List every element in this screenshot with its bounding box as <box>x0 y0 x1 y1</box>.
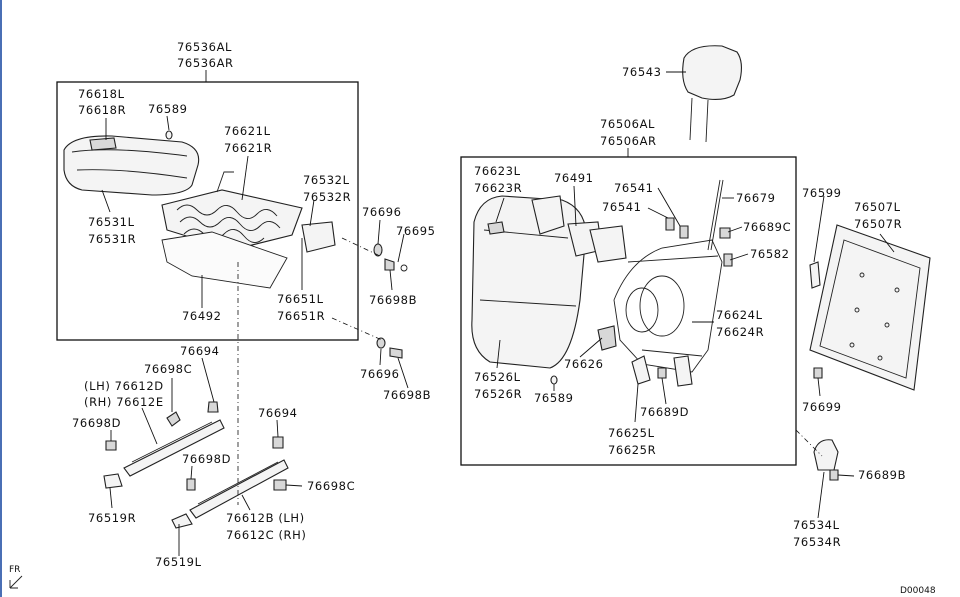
bolt-76541b <box>679 225 689 239</box>
label-76699: 76699 <box>802 400 842 414</box>
label-76531L: 76531L <box>88 215 135 229</box>
label-76532L: 76532L <box>303 173 350 187</box>
label-76492: 76492 <box>182 309 222 323</box>
cushion-mat <box>161 231 288 289</box>
clip-76699 <box>813 367 823 379</box>
leader-lines <box>101 71 895 556</box>
front-direction-indicator: FR <box>9 565 23 589</box>
hinge-cover-76534 <box>813 439 839 471</box>
label-76541-lower: 76541 <box>602 200 642 214</box>
front-arrow-icon <box>9 575 23 589</box>
label-76694: 76694 <box>180 344 220 358</box>
label-76534R: 76534R <box>793 535 841 549</box>
diagram-code: D00048 <box>900 586 936 596</box>
label-76651R: 76651R <box>277 309 325 323</box>
seat-cushion-pad <box>63 135 200 196</box>
label-76689B: 76689B <box>858 468 906 482</box>
label-76506AR: 76506AR <box>600 134 657 148</box>
bolt-76689B <box>829 469 839 481</box>
recliner-left <box>631 355 651 385</box>
label-76696-lower: 76696 <box>360 367 400 381</box>
label-76534L: 76534L <box>793 518 840 532</box>
label-76589: 76589 <box>148 102 188 116</box>
label-76689C: 76689C <box>743 220 791 234</box>
label-76698B: 76698B <box>369 293 417 307</box>
label-76612D: (LH) 76612D <box>84 379 164 393</box>
label-76612B: 76612B (LH) <box>226 511 305 525</box>
label-76507L: 76507L <box>854 200 901 214</box>
label-76625R: 76625R <box>608 443 656 457</box>
seat-rail-upper <box>105 401 225 477</box>
seat-bracket <box>301 221 336 253</box>
clip-76582 <box>723 253 733 267</box>
seatback-pad <box>471 195 587 369</box>
label-76689D: 76689D <box>640 405 689 419</box>
label-76532R: 76532R <box>303 190 351 204</box>
label-76589-lower: 76589 <box>534 391 574 405</box>
label-76536AL: 76536AL <box>177 40 232 54</box>
seatback-cover-pieces <box>531 195 627 263</box>
seat-rail-lower <box>186 436 289 519</box>
label-76526L: 76526L <box>474 370 521 384</box>
label-76519R: 76519R <box>88 511 136 525</box>
callout-labels: 76536AL 76536AR 76618L 76618R 76589 7662… <box>72 40 906 569</box>
fr-label: FR <box>9 565 20 575</box>
bolt-76689C <box>719 227 731 239</box>
label-76543: 76543 <box>622 65 662 79</box>
label-76621L: 76621L <box>224 124 271 138</box>
label-76507R: 76507R <box>854 217 902 231</box>
rail-cover-76519R <box>103 473 123 489</box>
label-76599: 76599 <box>802 186 842 200</box>
rail-cover-76519L <box>171 513 193 529</box>
label-76625L: 76625L <box>608 426 655 440</box>
label-76695: 76695 <box>396 224 436 238</box>
fasteners-upper <box>373 243 408 272</box>
label-76621R: 76621R <box>224 141 272 155</box>
seatback-frame <box>597 179 724 373</box>
label-76623R: 76623R <box>474 181 522 195</box>
recliner-right <box>673 355 693 387</box>
label-76698C: 76698C <box>144 362 192 376</box>
label-76623L: 76623L <box>474 164 521 178</box>
clip-76589b <box>550 375 558 385</box>
headrest <box>682 45 743 143</box>
label-76612C: 76612C (RH) <box>226 528 306 542</box>
label-76618L: 76618L <box>78 87 125 101</box>
seatback-assembly-box <box>460 156 797 466</box>
cushion-assembly-box <box>56 81 359 341</box>
label-76526R: 76526R <box>474 387 522 401</box>
clip-76589 <box>165 130 173 140</box>
label-76698D: 76698D <box>72 416 121 430</box>
bolt-76689D <box>657 367 667 379</box>
label-76698D-lower: 76698D <box>182 452 231 466</box>
label-76536AR: 76536AR <box>177 56 234 70</box>
fasteners-lower <box>376 337 403 359</box>
label-76694-lower: 76694 <box>258 406 298 420</box>
strip-76599 <box>809 261 821 289</box>
bolt-76541a <box>665 217 675 231</box>
label-76506AL: 76506AL <box>600 117 655 131</box>
label-76696: 76696 <box>362 205 402 219</box>
label-76698C-lower: 76698C <box>307 479 355 493</box>
label-76626: 76626 <box>564 357 604 371</box>
label-76531R: 76531R <box>88 232 136 246</box>
label-76541: 76541 <box>614 181 654 195</box>
label-76624R: 76624R <box>716 325 764 339</box>
label-76519L: 76519L <box>155 555 202 569</box>
label-76651L: 76651L <box>277 292 324 306</box>
label-76612E: (RH) 76612E <box>84 395 164 409</box>
label-76491: 76491 <box>554 171 594 185</box>
label-76624L: 76624L <box>716 308 763 322</box>
label-76618R: 76618R <box>78 103 126 117</box>
label-76698B-lower: 76698B <box>383 388 431 402</box>
seatback-board <box>809 224 931 391</box>
label-76582: 76582 <box>750 247 790 261</box>
label-76679: 76679 <box>736 191 776 205</box>
